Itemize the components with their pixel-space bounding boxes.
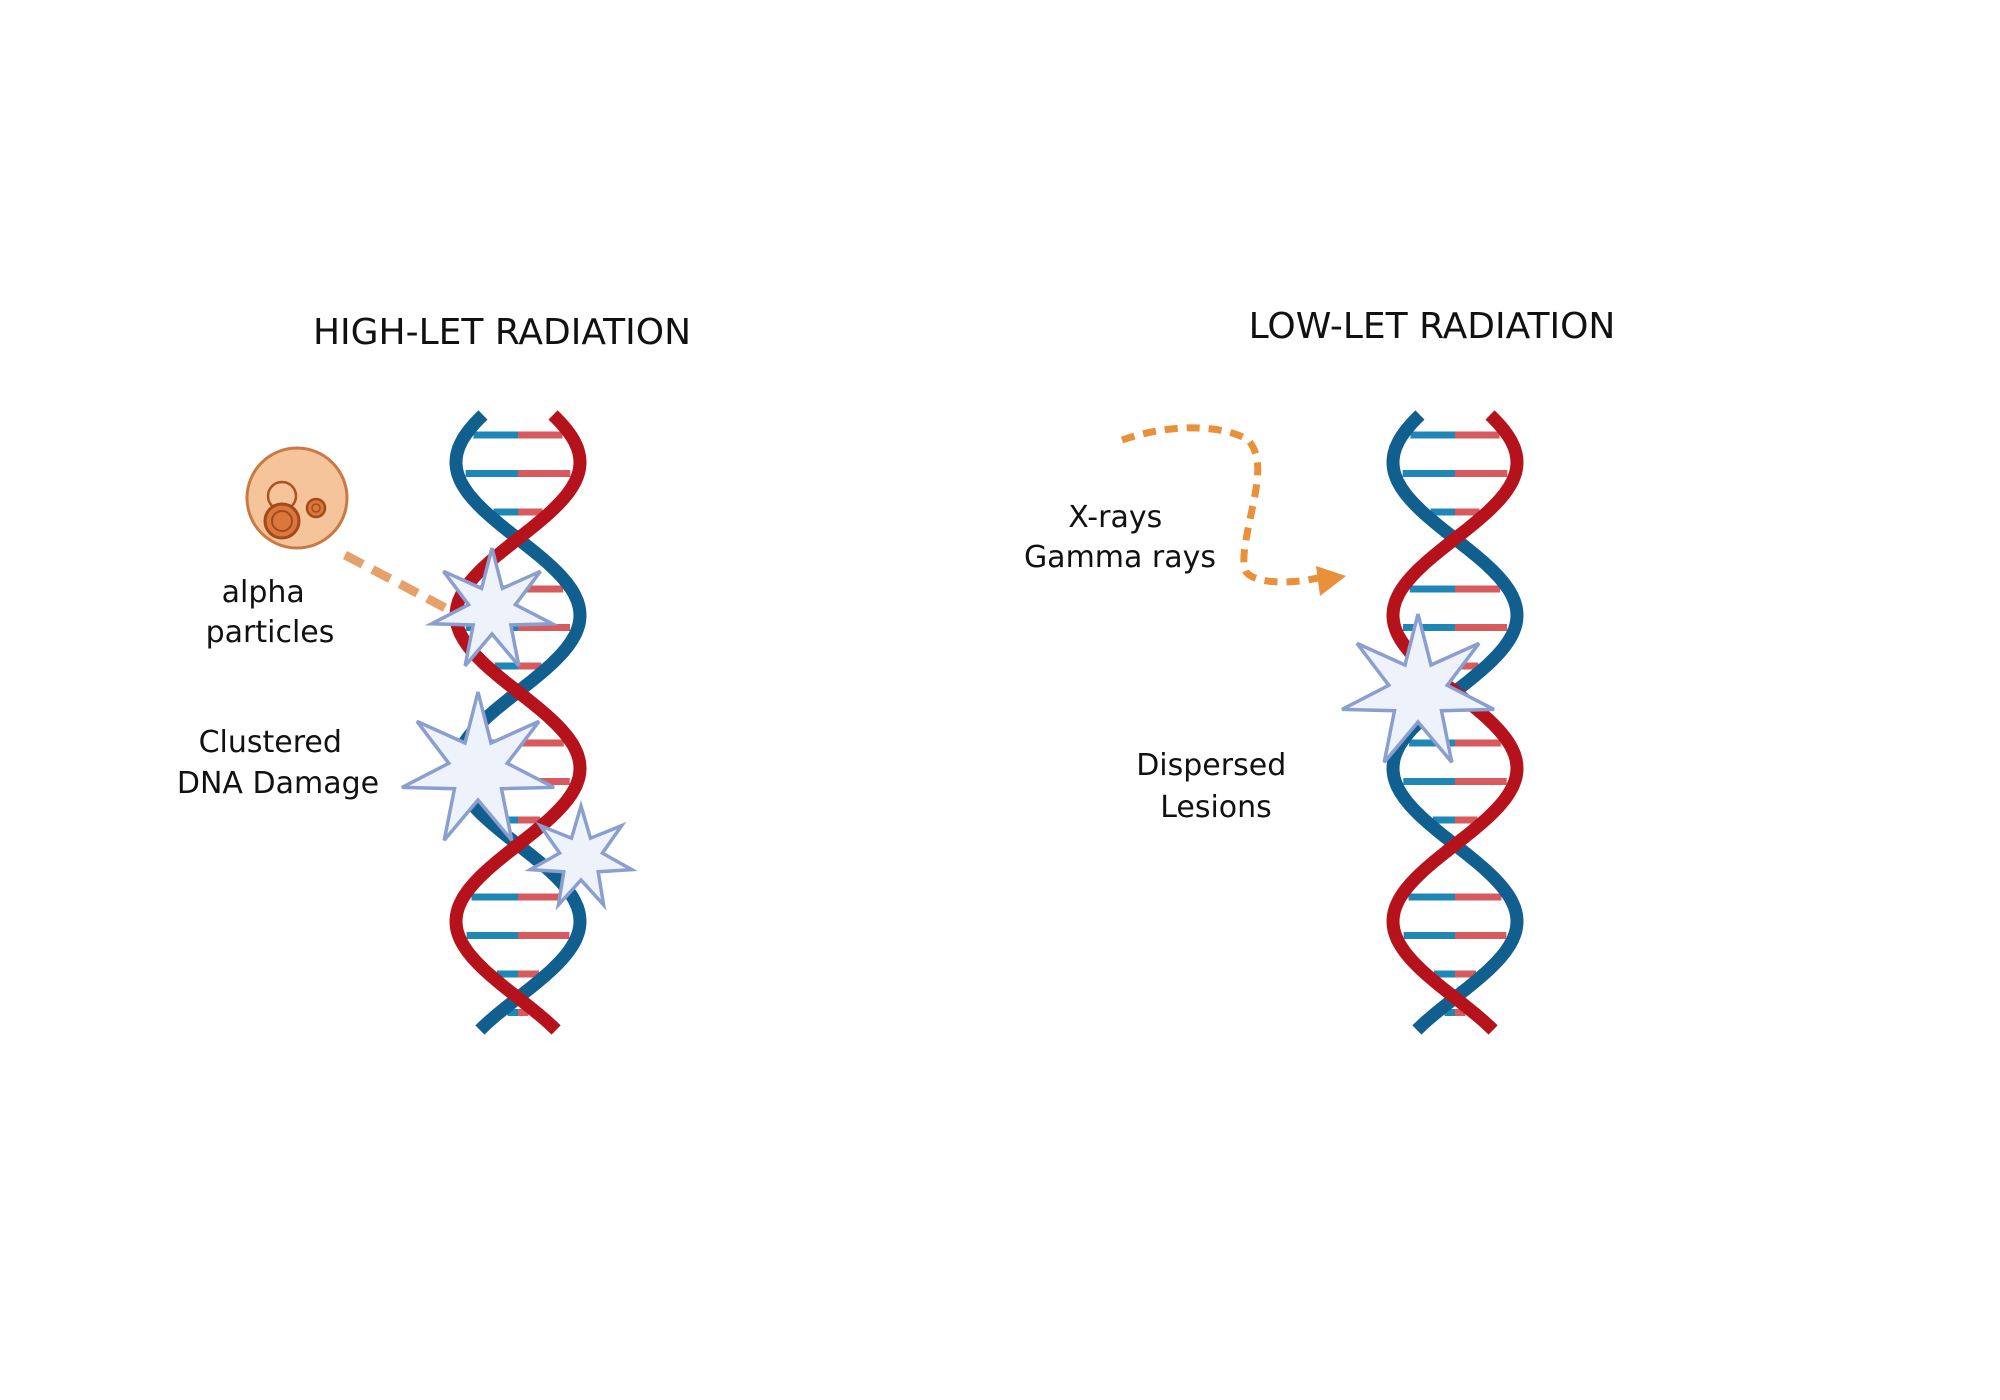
dna-strand-red <box>449 410 587 1035</box>
alpha-particle-icon <box>245 446 349 550</box>
high-let-title: HIGH-LET RADIATION <box>313 312 691 353</box>
xray-gamma-label: X-rays Gamma rays <box>1024 500 1216 575</box>
alpha-particle-path <box>342 551 458 617</box>
alpha-particles-label: alpha particles <box>206 575 335 650</box>
damage-star-icon <box>1341 613 1495 764</box>
xray-arrowhead-icon <box>1316 566 1346 596</box>
dna-strand-red <box>1386 410 1524 1035</box>
damage-star-icon <box>524 799 638 911</box>
damage-star-icon <box>424 547 560 668</box>
low-let-title: LOW-LET RADIATION <box>1249 306 1616 347</box>
dispersed-lesions-label: Dispersed Lesions <box>1136 748 1296 825</box>
damage-star-icon <box>401 691 555 842</box>
xray-path <box>1120 424 1319 586</box>
clustered-damage-label: Clustered DNA Damage <box>177 725 379 801</box>
damage-stars <box>401 547 1495 911</box>
